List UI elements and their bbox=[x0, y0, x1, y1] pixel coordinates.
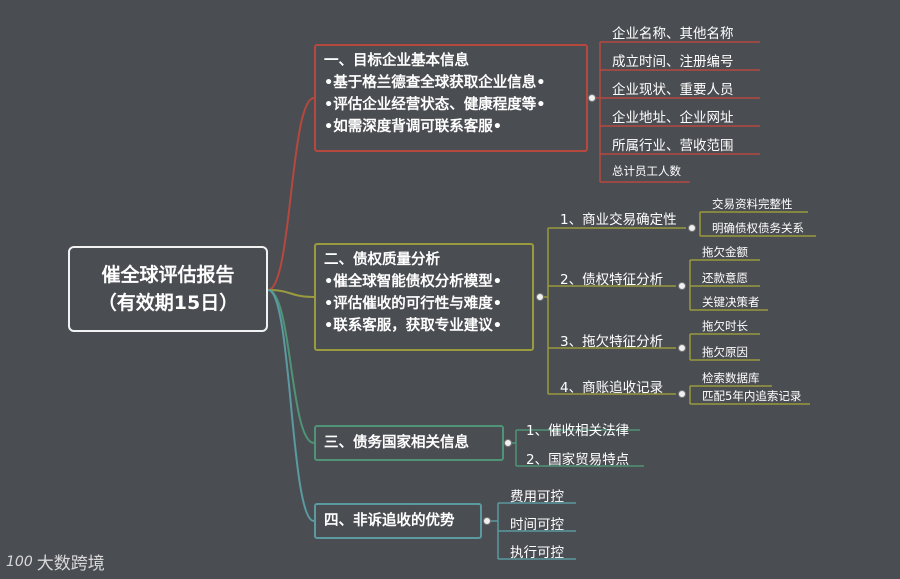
watermark: 100 大数跨境 bbox=[6, 549, 105, 575]
leaf-item: 执行可控 bbox=[510, 545, 564, 561]
leaf-item: 拖欠金额 bbox=[702, 245, 748, 259]
link-root-b2 bbox=[267, 289, 315, 298]
branch-line: •催全球智能债权分析模型• bbox=[324, 274, 503, 290]
link-root-b1 bbox=[267, 97, 315, 291]
collapse-toggle[interactable] bbox=[688, 224, 696, 232]
leaf-item: 检索数据库 bbox=[702, 371, 760, 385]
sub-topic: 4、商账追收记录 bbox=[560, 380, 664, 396]
branch-advantages[interactable]: 四、非诉追收的优势 bbox=[314, 503, 482, 539]
root-node[interactable]: 催全球评估报告 （有效期15日） bbox=[68, 246, 268, 332]
branch-title: 四、非诉追收的优势 bbox=[324, 513, 455, 529]
watermark-logo-icon: 100 bbox=[6, 553, 33, 570]
branch-line: •评估催收的可行性与难度• bbox=[324, 296, 503, 312]
leaf-item: 拖欠原因 bbox=[702, 345, 748, 359]
leaf-item: 费用可控 bbox=[510, 489, 564, 505]
leaf-item: 所属行业、营收范围 bbox=[612, 138, 734, 154]
branch-title: 三、债务国家相关信息 bbox=[324, 435, 469, 451]
b2-sub-lines bbox=[542, 211, 816, 405]
link-root-b3 bbox=[267, 289, 315, 444]
sub-topic: 1、商业交易确定性 bbox=[560, 212, 677, 228]
root-title: 催全球评估报告 bbox=[101, 264, 235, 286]
leaf-item: 2、国家贸易特点 bbox=[526, 452, 630, 468]
branch-line: •联系客服，获取专业建议• bbox=[324, 318, 503, 334]
branch-debt-quality[interactable]: 二、债权质量分析 •催全球智能债权分析模型• •评估催收的可行性与难度• •联系… bbox=[314, 243, 534, 351]
leaf-item: 企业地址、企业网址 bbox=[612, 110, 734, 126]
leaf-item: 拖欠时长 bbox=[702, 319, 748, 333]
collapse-toggle[interactable] bbox=[588, 94, 596, 102]
collapse-toggle[interactable] bbox=[678, 282, 686, 290]
branch-title: 二、债权质量分析 bbox=[324, 252, 440, 268]
leaf-item: 交易资料完整性 bbox=[712, 197, 793, 211]
collapse-toggle[interactable] bbox=[483, 517, 491, 525]
sub-topic: 3、拖欠特征分析 bbox=[560, 334, 664, 350]
branch-country-info[interactable]: 三、债务国家相关信息 bbox=[314, 425, 504, 461]
b3-leaf-lines bbox=[510, 429, 644, 467]
leaf-item: 成立时间、注册编号 bbox=[612, 54, 734, 70]
b1-leaf-lines bbox=[596, 41, 760, 183]
watermark-text: 大数跨境 bbox=[36, 554, 105, 574]
branch-line: •如需深度背调可联系客服• bbox=[324, 119, 503, 135]
branch-line: •评估企业经营状态、健康程度等• bbox=[324, 97, 546, 113]
branch-basic-info[interactable]: 一、目标企业基本信息 •基于格兰德查全球获取企业信息• •评估企业经营状态、健康… bbox=[314, 44, 588, 152]
leaf-item: 企业名称、其他名称 bbox=[612, 26, 734, 42]
leaf-item: 还款意愿 bbox=[702, 271, 748, 285]
collapse-toggle[interactable] bbox=[504, 439, 512, 447]
leaf-item: 关键决策者 bbox=[702, 295, 760, 309]
collapse-toggle[interactable] bbox=[678, 390, 686, 398]
root-subtitle: （有效期15日） bbox=[97, 292, 239, 314]
leaf-item: 匹配5年内追索记录 bbox=[702, 389, 802, 403]
leaf-item: 总计员工人数 bbox=[612, 164, 681, 178]
link-root-b4 bbox=[267, 289, 315, 522]
branch-title: 一、目标企业基本信息 bbox=[324, 53, 469, 69]
branch-line: •基于格兰德查全球获取企业信息• bbox=[324, 75, 546, 91]
leaf-item: 明确债权债务关系 bbox=[712, 221, 804, 235]
leaf-item: 时间可控 bbox=[510, 517, 564, 533]
sub-topic: 2、债权特征分析 bbox=[560, 272, 664, 288]
leaf-item: 1、催收相关法律 bbox=[526, 423, 630, 439]
leaf-item: 企业现状、重要人员 bbox=[612, 82, 734, 98]
b4-leaf-lines bbox=[490, 502, 576, 560]
collapse-toggle[interactable] bbox=[678, 344, 686, 352]
collapse-toggle[interactable] bbox=[536, 293, 544, 301]
